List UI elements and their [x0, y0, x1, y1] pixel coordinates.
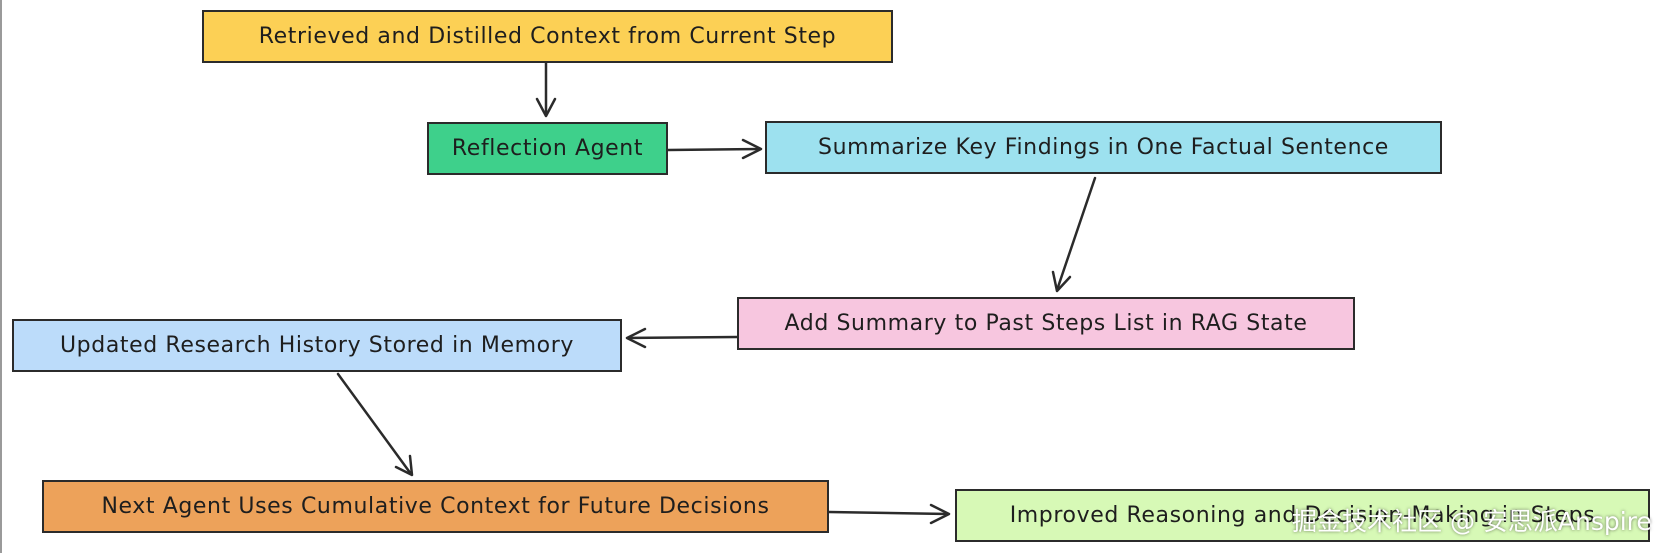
- arrow-context-to-reflection: [535, 61, 557, 118]
- node-updated-history: Updated Research History Stored in Memor…: [12, 319, 622, 372]
- node-retrieved-context-label: Retrieved and Distilled Context from Cur…: [258, 24, 837, 49]
- left-border: [0, 0, 2, 553]
- node-summarize-findings: Summarize Key Findings in One Factual Se…: [765, 121, 1442, 174]
- arrow-add-to-history: [625, 327, 739, 349]
- arrow-reflection-to-summarize: [666, 138, 763, 160]
- node-reflection-agent-label: Reflection Agent: [451, 136, 644, 161]
- node-next-agent: Next Agent Uses Cumulative Context for F…: [42, 480, 829, 533]
- node-next-agent-label: Next Agent Uses Cumulative Context for F…: [101, 494, 770, 519]
- node-reflection-agent: Reflection Agent: [427, 122, 668, 175]
- node-retrieved-context: Retrieved and Distilled Context from Cur…: [202, 10, 893, 63]
- node-updated-history-label: Updated Research History Stored in Memor…: [59, 333, 575, 358]
- arrow-next-to-improved: [827, 503, 951, 525]
- watermark-text: 掘金技术社区 @ 安思派Anspire: [1292, 507, 1652, 536]
- node-add-summary: Add Summary to Past Steps List in RAG St…: [737, 297, 1355, 350]
- node-improved-reasoning-label: Improved Reasoning and Decision-Making i…: [1009, 503, 1596, 528]
- arrow-history-to-next: [336, 372, 414, 477]
- arrow-summarize-to-add: [1051, 176, 1097, 293]
- node-summarize-findings-label: Summarize Key Findings in One Factual Se…: [818, 135, 1389, 160]
- node-improved-reasoning: Improved Reasoning and Decision-Making i…: [955, 489, 1650, 542]
- node-add-summary-label: Add Summary to Past Steps List in RAG St…: [784, 311, 1308, 336]
